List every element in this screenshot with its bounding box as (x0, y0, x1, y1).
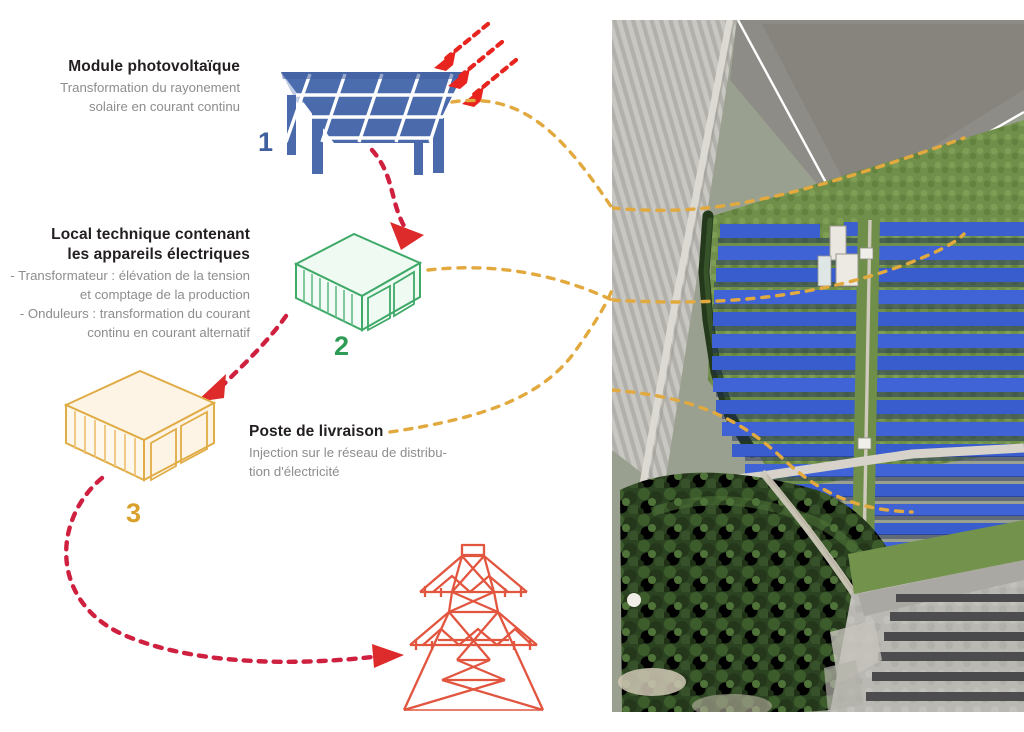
photo-link-overlay (612, 136, 966, 514)
red-dashed-arrow-icon-3 (64, 475, 404, 668)
orange-dashed-link-icon (388, 98, 614, 434)
orange-container-icon (63, 369, 217, 482)
link-panel-to-photo (450, 98, 614, 210)
step-2-textblock: Local technique contenant les appareils … (0, 225, 250, 341)
link-to-local-photo (612, 232, 966, 304)
step-1-desc-line-1: Transformation du rayonement (60, 79, 240, 95)
link-local-to-photo (426, 266, 614, 302)
solar-panel-icon (281, 72, 464, 175)
step-1-textblock: Module photovoltaïque Transformation du … (40, 57, 240, 115)
link-poste-to-photo (388, 288, 614, 434)
step-3-title: Poste de livraison (249, 423, 384, 440)
step-1-number: 1 (258, 127, 274, 157)
red-dashed-arrow-icon-2 (196, 313, 289, 402)
step-2-desc-line-3: - Onduleurs : transformation du courant (19, 305, 250, 321)
step-1-desc-line-2: solaire en courant continu (88, 98, 240, 114)
step-2-desc-line-1: - Transformateur : élévation de la tensi… (10, 267, 250, 283)
step-3-number: 3 (126, 498, 142, 528)
step-2-number: 2 (334, 331, 350, 361)
arrow-2-to-3 (219, 313, 289, 389)
step-1-title: Module photovoltaïque (68, 58, 240, 75)
green-container-icon (293, 232, 423, 332)
step-2-desc-line-2: et comptage de la production (79, 286, 250, 302)
aerial-photo-graphic (612, 20, 1024, 712)
aerial-photo (612, 20, 1024, 712)
transmission-tower-icon (402, 543, 545, 712)
step-2-desc-line-4: continu en courant alternatif (87, 325, 250, 341)
step-3-desc-line-2: tion d'électricité (249, 463, 340, 479)
link-to-poste-photo (612, 388, 914, 514)
step-3-textblock: Poste de livraison Injection sur le rése… (249, 422, 459, 480)
arrow-3-to-pylon (64, 475, 375, 665)
step-2-title-line-2: les appareils électriques (67, 245, 250, 263)
link-to-panels-photo (612, 136, 966, 213)
step-2-title-line-1: Local technique contenant (51, 226, 250, 243)
red-dashed-arrow-icon (369, 147, 424, 250)
arrow-1-to-2 (369, 147, 407, 229)
step-3-desc-line-1: Injection sur le réseau de distribu- (249, 444, 447, 460)
sun-ray-arrowheads (434, 50, 484, 107)
